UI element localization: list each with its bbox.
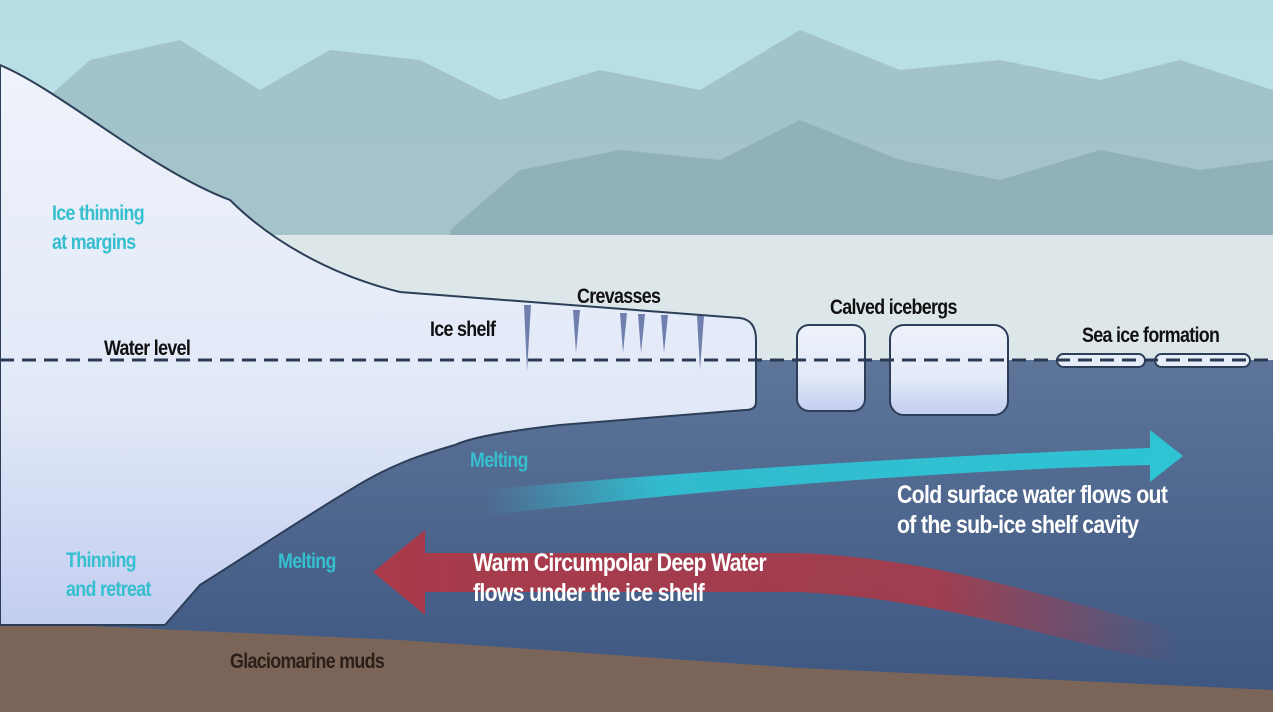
label-cold-water: Cold surface water flows out of the sub-…: [897, 480, 1168, 540]
label-melting-upper: Melting: [470, 449, 528, 472]
mountains-front: [450, 120, 1273, 250]
label-calved-icebergs: Calved icebergs: [830, 296, 957, 319]
seabed: [0, 622, 1273, 712]
label-crevasses: Crevasses: [577, 285, 661, 308]
warm-water-arrow: [373, 530, 1180, 665]
label-thinning-retreat: Thinning and retreat: [66, 546, 151, 604]
label-line: of the sub-ice shelf cavity: [897, 511, 1139, 539]
label-melting-lower: Melting: [278, 550, 336, 573]
cold-water-arrow: [485, 430, 1183, 515]
label-line: Cold surface water flows out: [897, 481, 1168, 509]
label-line: Thinning: [66, 549, 137, 572]
iceberg: [796, 324, 866, 412]
label-water-level: Water level: [104, 337, 191, 360]
label-line: Ice thinning: [52, 202, 145, 225]
label-ice-thinning: Ice thinning at margins: [52, 199, 145, 257]
iceberg: [889, 324, 1009, 416]
label-line: at margins: [52, 231, 136, 254]
ice-sheet: [0, 63, 757, 626]
label-line: flows under the ice shelf: [473, 579, 705, 607]
label-line: Warm Circumpolar Deep Water: [473, 549, 767, 577]
label-sea-ice-formation: Sea ice formation: [1082, 324, 1220, 347]
label-ice-shelf: Ice shelf: [430, 318, 496, 341]
label-warm-water: Warm Circumpolar Deep Water flows under …: [473, 548, 767, 608]
crevasses: [524, 305, 704, 372]
label-line: and retreat: [66, 578, 151, 601]
label-seabed: Glaciomarine muds: [230, 650, 385, 673]
